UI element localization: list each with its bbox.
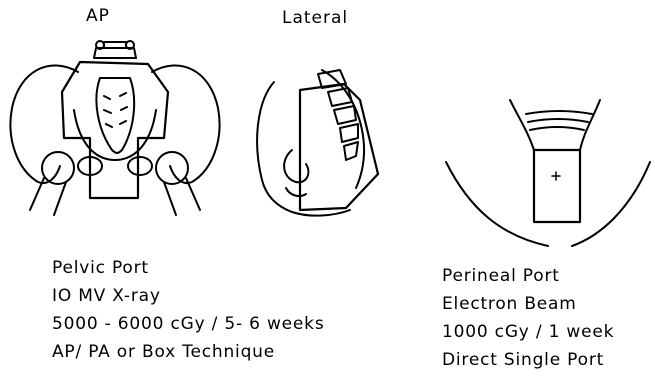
left-femoral-head — [42, 152, 74, 184]
perineal-port-caption: Perineal Port Electron Beam 1000 cGy / 1… — [442, 262, 614, 374]
pelvic-caption-line: IO MV X-ray — [52, 282, 325, 310]
pelvic-caption-line: 5000 - 6000 cGy / 5- 6 weeks — [52, 310, 325, 338]
perineal-caption-line: Electron Beam — [442, 290, 614, 318]
right-femoral-head — [156, 152, 188, 184]
perineal-drawing — [446, 100, 650, 246]
lateral-radiation-field — [300, 84, 378, 210]
perineum-upper — [510, 100, 534, 150]
pelvic-caption-line: Pelvic Port — [52, 254, 325, 282]
pelvic-port-caption: Pelvic Port IO MV X-ray 5000 - 6000 cGy … — [52, 254, 325, 366]
ap-pelvis-drawing — [10, 41, 219, 215]
perineal-caption-line: Perineal Port — [442, 262, 614, 290]
perineal-caption-line: Direct Single Port — [442, 346, 614, 374]
lateral-ischium — [286, 188, 306, 196]
sacrum — [96, 78, 134, 153]
left-thigh-curve — [446, 162, 548, 246]
right-thigh-curve — [572, 162, 650, 246]
perineal-mark — [552, 172, 560, 180]
right-obturator — [128, 157, 152, 175]
perineal-caption-line: 1000 cGy / 1 week — [442, 318, 614, 346]
lateral-pelvis-drawing — [257, 70, 378, 216]
perineal-radiation-field — [534, 150, 580, 222]
acetabulum-lateral — [284, 150, 308, 182]
pelvic-caption-line: AP/ PA or Box Technique — [52, 338, 325, 366]
